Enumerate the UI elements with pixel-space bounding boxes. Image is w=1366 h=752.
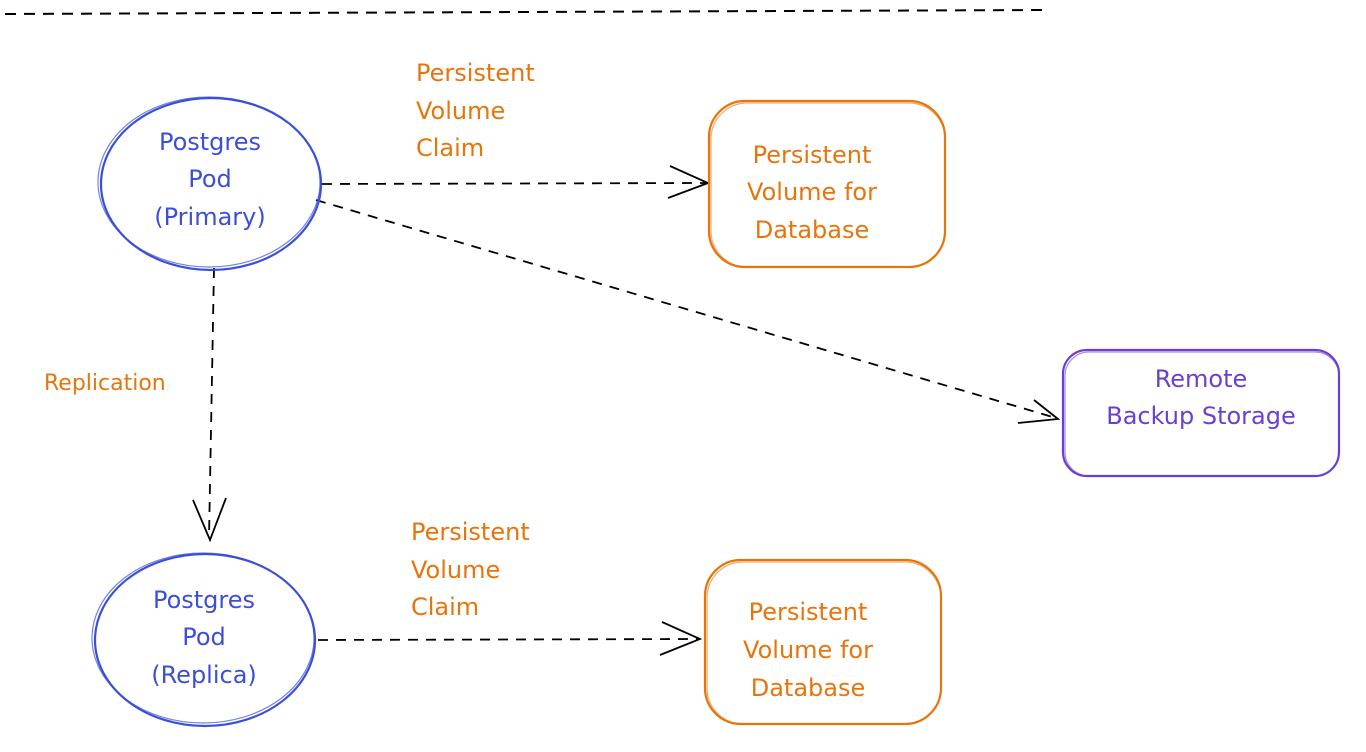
primary-pod-line-3: (Primary): [154, 203, 265, 231]
pvc-primary-label: Persistent Volume Claim: [416, 59, 535, 162]
pvc-replica-label: Persistent Volume Claim: [411, 518, 530, 621]
pvc-primary-line-1: Persistent: [416, 59, 535, 87]
replica-pod-line-1: Postgres: [153, 586, 255, 614]
pv-primary-line-3: Database: [755, 216, 870, 244]
primary-pod-line-1: Postgres: [159, 128, 261, 156]
replica-pod-line-3: (Replica): [151, 661, 257, 689]
pv-primary-line-2: Volume for: [747, 178, 877, 206]
pv-replica-line-2: Volume for: [743, 636, 873, 664]
backup-line-2: Backup Storage: [1106, 402, 1296, 430]
pv-primary-node: Persistent Volume for Database: [707, 99, 947, 269]
pvc-replica-line-1: Persistent: [411, 518, 530, 546]
pv-replica-node: Persistent Volume for Database: [703, 558, 943, 726]
pvc-primary-line-3: Claim: [416, 134, 484, 162]
pvc-primary-line-2: Volume: [416, 97, 505, 125]
backup-storage-node: Remote Backup Storage: [1061, 348, 1341, 478]
arrow-primary-to-backup: [315, 199, 1061, 424]
primary-pod-node: Postgres Pod (Primary): [97, 96, 323, 272]
top-divider: [4, 9, 1046, 15]
arrow-replication: [192, 267, 227, 543]
replication-label: Replication: [44, 371, 166, 396]
pv-primary-line-1: Persistent: [753, 141, 872, 169]
pv-replica-line-3: Database: [751, 674, 866, 702]
arrow-primary-to-pv: [321, 165, 711, 199]
pvc-replica-line-3: Claim: [411, 593, 479, 621]
backup-line-1: Remote: [1155, 365, 1248, 393]
replica-pod-node: Postgres Pod (Replica): [91, 552, 317, 728]
replica-pod-line-2: Pod: [182, 623, 226, 651]
primary-pod-line-2: Pod: [188, 165, 232, 193]
pvc-replica-line-2: Volume: [411, 556, 500, 584]
arrow-replica-to-pv: [317, 621, 703, 656]
pv-replica-line-1: Persistent: [749, 598, 868, 626]
